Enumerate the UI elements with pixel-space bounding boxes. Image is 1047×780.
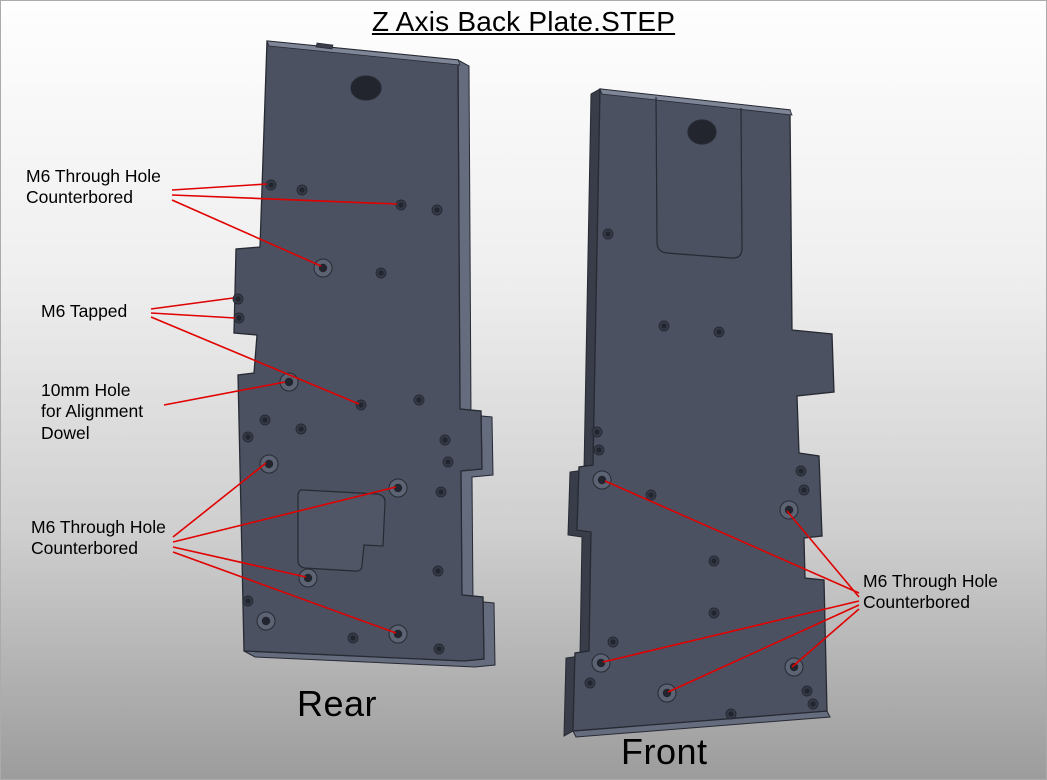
front-top-large-hole xyxy=(687,119,717,145)
front-small-holes xyxy=(584,228,819,720)
front-counterbored-holes xyxy=(591,470,804,703)
annotation-dowel-hole: 10mm Hole for Alignment Dowel xyxy=(41,380,144,443)
leader-line xyxy=(604,480,860,594)
rear-plate-top-edge xyxy=(266,40,461,66)
rear-view-label: Rear xyxy=(297,683,378,724)
leader-line xyxy=(786,510,860,598)
page-title: Z Axis Back Plate.STEP xyxy=(371,6,676,37)
annotation-m6-tapped: M6 Tapped xyxy=(41,301,128,321)
front-plate xyxy=(563,88,835,738)
leader-lines xyxy=(150,183,860,693)
rear-small-holes xyxy=(232,179,454,655)
rear-plate xyxy=(232,40,496,668)
leader-line xyxy=(171,194,398,205)
rear-plate-edge-notch xyxy=(315,42,334,50)
rear-pocket-outline xyxy=(297,489,386,572)
leader-line xyxy=(791,608,860,668)
leader-line xyxy=(150,312,236,319)
annotation-cb-bottom-left: M6 Through Hole Counterbored xyxy=(31,517,166,559)
leader-line xyxy=(172,462,267,538)
leader-line xyxy=(172,486,397,543)
leader-line xyxy=(602,600,860,663)
leader-line xyxy=(172,546,307,578)
leader-line xyxy=(667,604,860,693)
rear-top-large-hole xyxy=(350,75,382,101)
leader-line xyxy=(171,199,322,267)
front-slot-outline xyxy=(655,96,743,259)
front-plate-top-edge xyxy=(599,88,793,116)
front-view-label: Front xyxy=(621,731,708,772)
leader-line xyxy=(150,316,360,405)
front-plate-face xyxy=(572,88,835,732)
annotation-cb-top-left: M6 Through Hole Counterbored xyxy=(26,166,161,208)
leader-line xyxy=(172,551,397,634)
leader-line xyxy=(150,297,234,310)
leader-line xyxy=(163,381,286,406)
annotation-cb-front-right: M6 Through Hole Counterbored xyxy=(863,571,998,613)
leader-line xyxy=(171,183,268,191)
